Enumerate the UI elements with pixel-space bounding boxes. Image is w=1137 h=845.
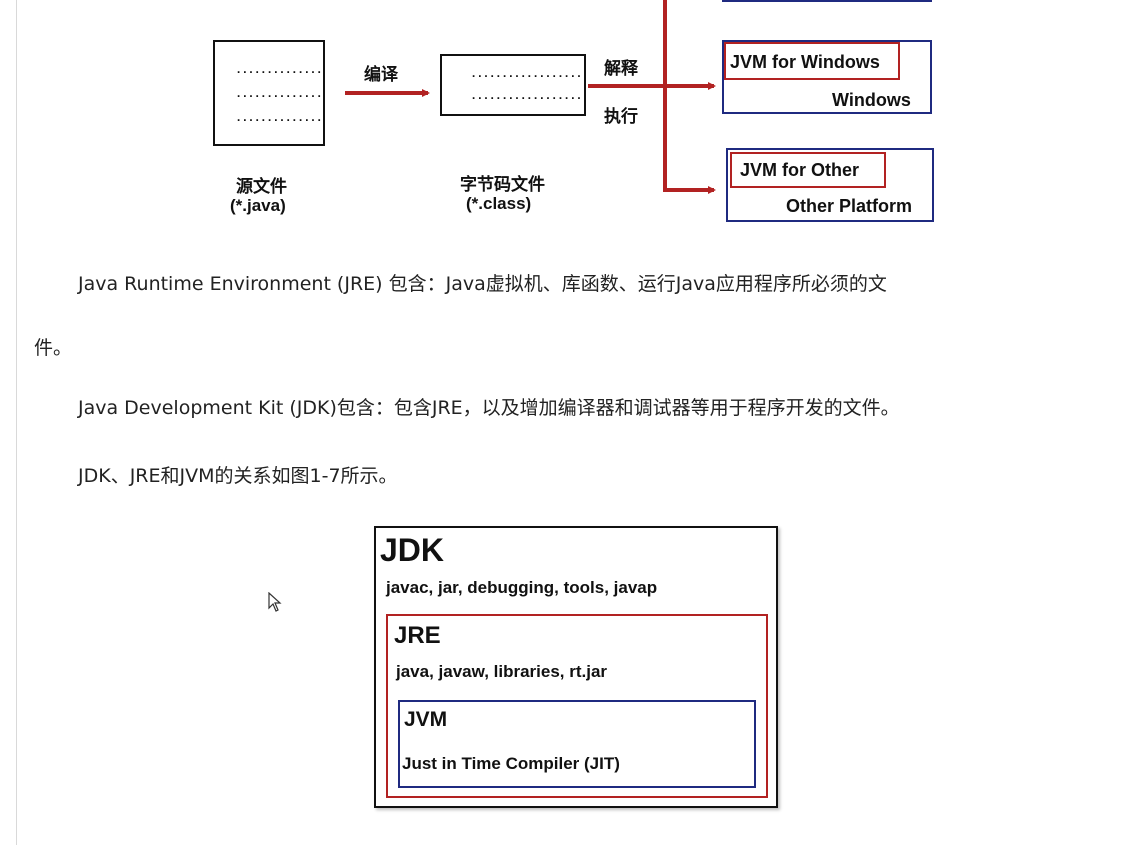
relation-paragraph: JDK、JRE和JVM的关系如图1-7所示。 <box>78 465 398 487</box>
jdk-box: JDK javac, jar, debugging, tools, javap … <box>374 526 778 808</box>
platform-box-cropped <box>722 0 932 2</box>
jre-paragraph-line1: Java Runtime Environment (JRE) 包含：Java虚拟… <box>78 273 887 295</box>
jdk-paragraph: Java Development Kit (JDK)包含：包含JRE，以及增加编… <box>78 397 900 419</box>
bytecode-dots-line: .................. <box>470 67 583 81</box>
platform-box-other <box>726 148 934 222</box>
jvm-desc: Just in Time Compiler (JIT) <box>402 754 620 773</box>
platform-label-other: Other Platform <box>786 196 913 216</box>
source-file-ext: (*.java) <box>230 196 286 215</box>
source-dots-line: .............. <box>235 63 323 77</box>
source-dots-line: .............. <box>235 87 323 101</box>
platform-label-windows: Windows <box>832 90 911 110</box>
jre-box: JRE java, javaw, libraries, rt.jar JVM J… <box>386 614 768 798</box>
bytecode-file-ext: (*.class) <box>466 194 532 213</box>
jvm-box-other <box>730 152 886 188</box>
interpret-label: 解释 <box>604 59 638 78</box>
left-margin-rule <box>16 0 17 845</box>
source-file-caption: 源文件 <box>236 177 287 196</box>
source-dots-line: .............. <box>235 111 323 125</box>
bytecode-dots-line: .................. <box>470 89 583 103</box>
jre-paragraph-line2: 件。 <box>34 337 73 359</box>
jdk-tools: javac, jar, debugging, tools, javap <box>386 578 658 597</box>
bytecode-file-box: .................. .................. <box>440 54 586 116</box>
jdk-title: JDK <box>380 532 445 568</box>
jvm-box-windows <box>724 42 900 80</box>
jvm-label-other: JVM for Other <box>740 160 860 180</box>
jre-tools: java, javaw, libraries, rt.jar <box>396 662 608 681</box>
flow-arrows <box>345 0 716 194</box>
jre-title: JRE <box>394 622 441 649</box>
jvm-title: JVM <box>404 708 448 731</box>
bytecode-file-caption: 字节码文件 <box>460 175 545 194</box>
execute-label: 执行 <box>604 107 638 126</box>
jvm-label-windows: JVM for Windows <box>730 52 880 72</box>
compile-label: 编译 <box>364 65 398 84</box>
mouse-cursor-icon <box>268 592 282 612</box>
platform-box-windows <box>722 40 932 114</box>
source-file-box: .............. .............. ..........… <box>213 40 325 146</box>
jvm-box: JVM Just in Time Compiler (JIT) <box>398 700 756 788</box>
